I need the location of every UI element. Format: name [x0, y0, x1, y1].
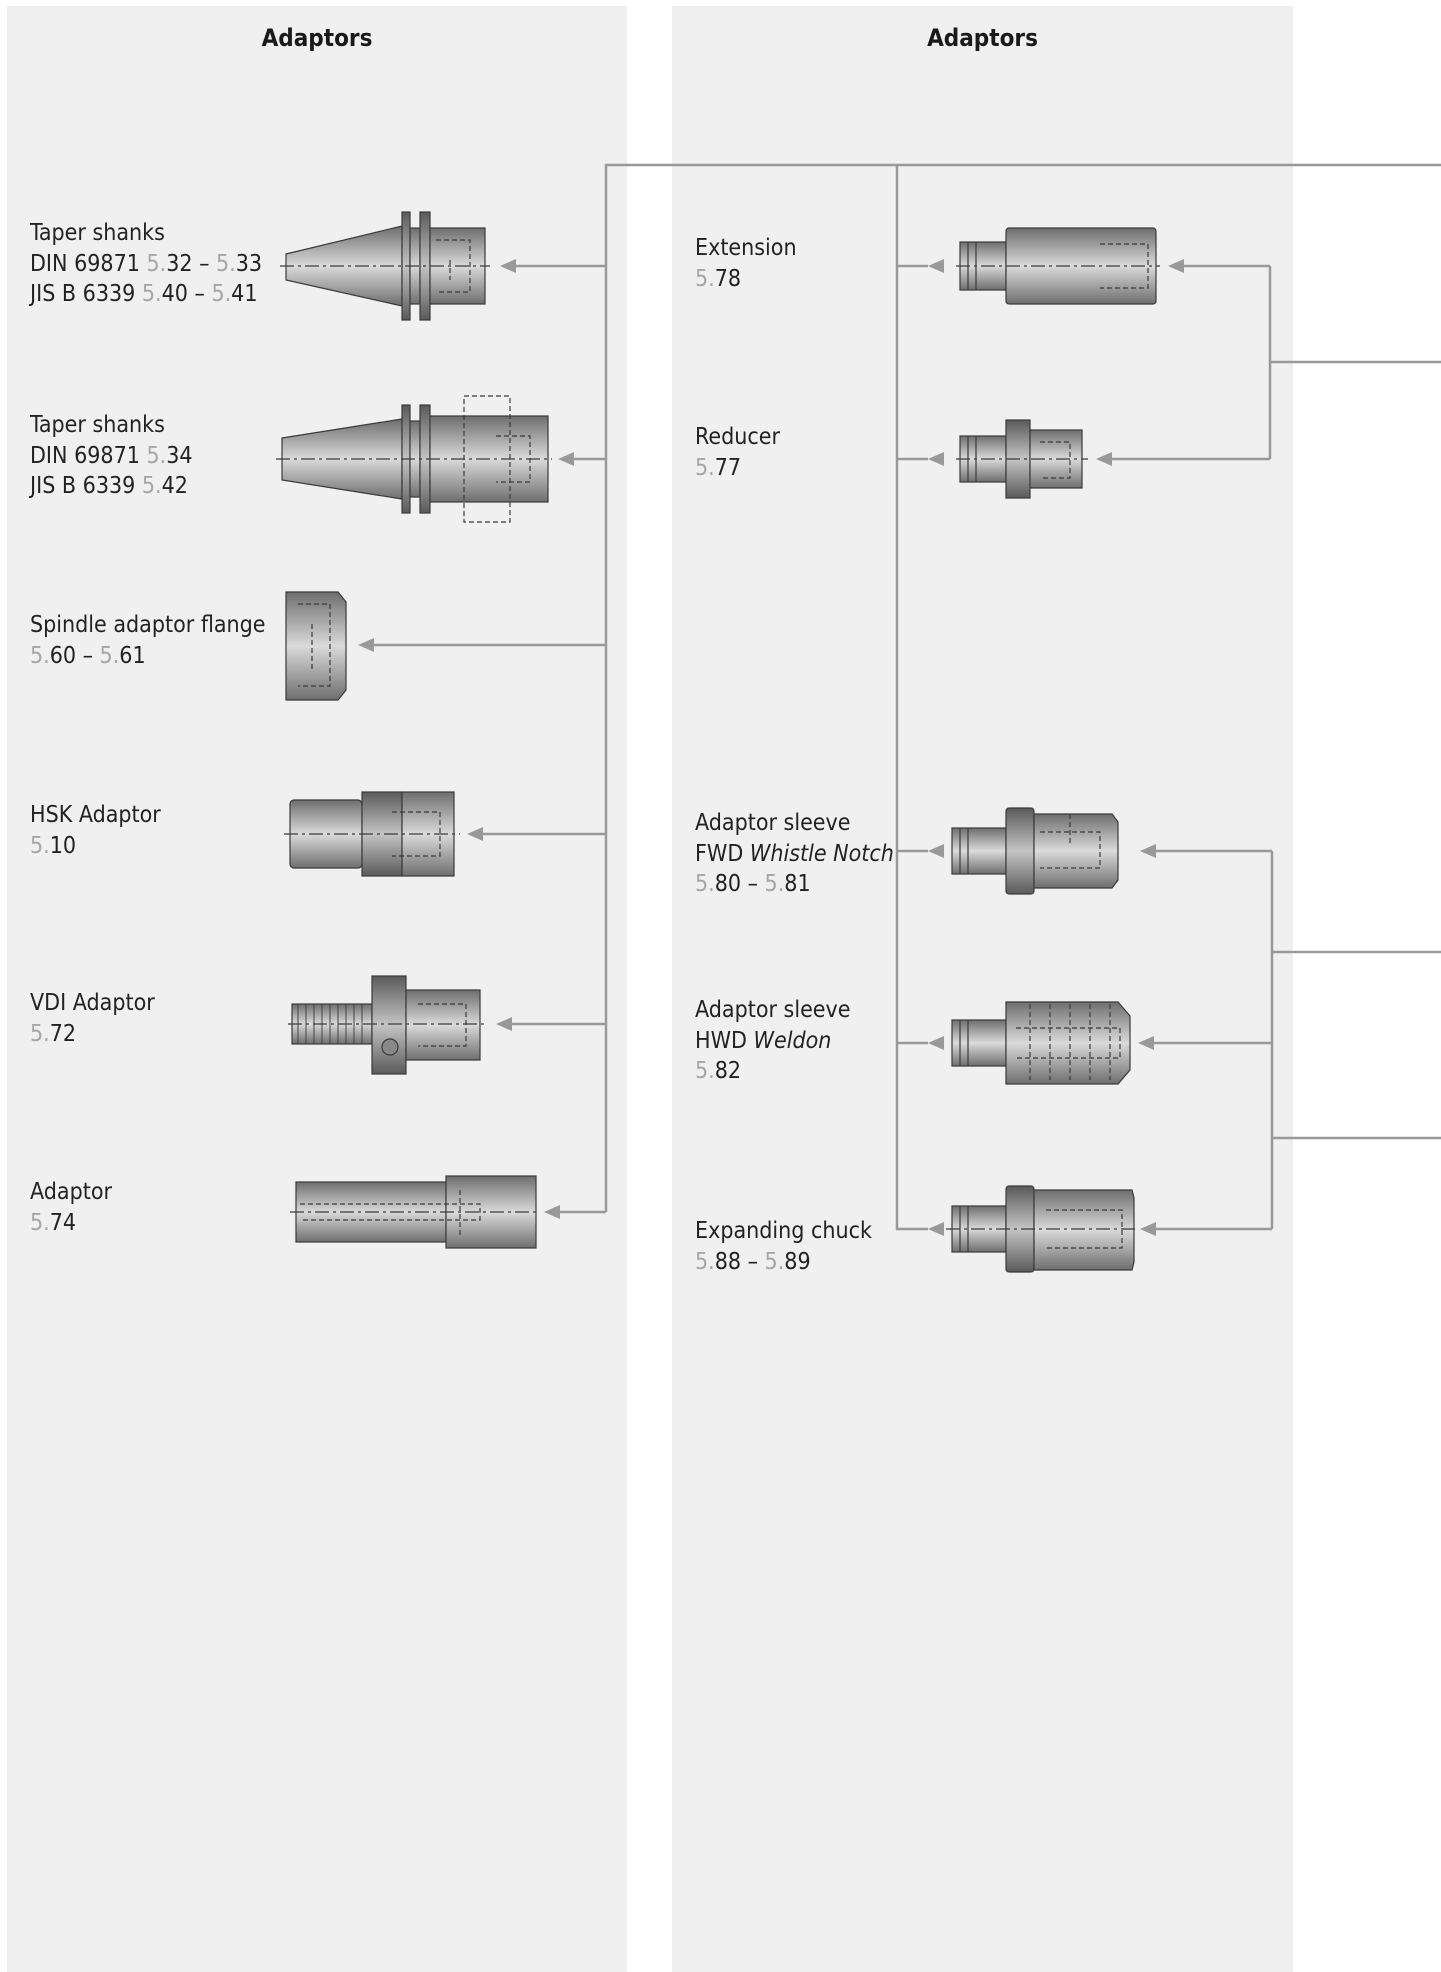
page-reference: 5.88	[695, 1248, 742, 1275]
label-extension: Extension 5.78	[695, 233, 797, 294]
label-line: 5.10	[30, 831, 161, 862]
arrow-extension-in	[928, 259, 944, 273]
spindle-adaptor-flange-image	[285, 591, 347, 701]
label-line: 5.78	[695, 264, 797, 295]
label-line: Taper shanks	[30, 220, 165, 246]
label-line: HSK Adaptor	[30, 802, 161, 828]
arrow-spindle-flange	[358, 638, 374, 652]
label-line: HWD Weldon	[695, 1027, 832, 1054]
label-reducer: Reducer 5.77	[695, 422, 780, 483]
arrow-taper-shanks-2	[558, 452, 574, 466]
page-reference: 5.72	[30, 1020, 77, 1047]
page-reference: 5.80	[695, 871, 742, 897]
arrow-adaptor	[544, 1205, 560, 1219]
page-reference: 5.60	[30, 642, 77, 669]
left-column-title: Adaptors	[261, 24, 373, 52]
label-line: DIN 69871 5.34	[30, 442, 193, 469]
arrow-fwd-feed	[1140, 844, 1156, 858]
label-line: Expanding chuck	[695, 1218, 872, 1244]
arrow-hsk-adaptor	[467, 827, 483, 841]
left-column-panel: Adaptors	[7, 6, 627, 1972]
feed-extension-reducer	[1106, 264, 1441, 461]
arrow-chuck-in	[928, 1222, 944, 1236]
adaptor-image	[290, 1175, 540, 1249]
label-line: Adaptor	[30, 1179, 112, 1205]
page-reference: 5.42	[141, 473, 188, 499]
arrow-hwd-in	[928, 1036, 944, 1050]
page-reference: 5.89	[764, 1248, 811, 1275]
label-spindle-adaptor-flange: Spindle adaptor flange 5.60 – 5.61	[30, 610, 266, 671]
page-reference: 5.77	[695, 454, 742, 481]
page-reference: 5.82	[695, 1058, 742, 1084]
feed-sleeves-chuck	[1148, 849, 1441, 1231]
extension-image	[956, 227, 1160, 305]
label-vdi-adaptor: VDI Adaptor 5.72	[30, 988, 155, 1049]
right-column-title: Adaptors	[927, 24, 1038, 52]
label-hsk-adaptor: HSK Adaptor 5.10	[30, 800, 161, 861]
label-line: Taper shanks	[30, 412, 165, 438]
label-line: 5.72	[30, 1019, 155, 1050]
page-reference: 5.81	[764, 871, 811, 897]
adaptor-sleeve-fwd-image	[951, 807, 1119, 895]
label-line: DIN 69871 5.32 – 5.33	[30, 250, 263, 277]
label-line: 5.82	[695, 1056, 851, 1087]
label-line: VDI Adaptor	[30, 990, 155, 1016]
page-reference: 5.78	[695, 265, 742, 292]
label-line: Spindle adaptor flange	[30, 612, 266, 638]
label-line: Reducer	[695, 424, 780, 450]
label-line: 5.77	[695, 453, 780, 484]
right-column-panel: Adaptors	[672, 6, 1293, 1972]
arrow-reducer-in	[928, 452, 944, 466]
page-reference: 5.10	[30, 832, 77, 859]
left-trunk-line	[604, 163, 1441, 1212]
hsk-adaptor-image	[284, 791, 460, 877]
label-line: 5.80 – 5.81	[695, 871, 811, 897]
reducer-image	[956, 419, 1088, 499]
label-adaptor: Adaptor 5.74	[30, 1177, 112, 1238]
label-line: Adaptor sleeve	[695, 810, 851, 836]
label-line: Adaptor sleeve	[695, 997, 851, 1023]
label-line: JIS B 6339 5.42	[30, 473, 188, 499]
arrow-extension-feed	[1168, 259, 1184, 273]
arrow-hwd-feed	[1138, 1036, 1154, 1050]
adaptor-sleeve-hwd-image	[951, 1001, 1131, 1085]
arrow-chuck-feed	[1140, 1222, 1156, 1236]
page-reference: 5.61	[99, 642, 146, 669]
arrow-reducer-feed	[1096, 452, 1112, 466]
page-reference: 5.40	[141, 281, 188, 307]
label-expanding-chuck: Expanding chuck 5.88 – 5.89	[695, 1216, 872, 1277]
arrow-vdi-adaptor	[496, 1017, 512, 1031]
brand-name: Weldon	[753, 1027, 832, 1054]
brand-name: Whistle Notch	[749, 840, 894, 867]
label-line: 5.60 – 5.61	[30, 642, 146, 669]
label-line: 5.74	[30, 1208, 112, 1239]
page-reference: 5.34	[146, 442, 193, 469]
page-reference: 5.74	[30, 1209, 77, 1236]
expanding-chuck-image	[946, 1185, 1138, 1273]
right-trunk-line	[895, 165, 928, 1231]
arrow-fwd-in	[928, 844, 944, 858]
label-line: FWD Whistle Notch	[695, 840, 894, 867]
page-reference: 5.33	[216, 250, 263, 277]
page-reference: 5.41	[211, 281, 258, 307]
label-line: JIS B 6339 5.40 – 5.41	[30, 281, 258, 307]
label-line: Extension	[695, 235, 797, 261]
label-line: 5.88 – 5.89	[695, 1248, 811, 1275]
arrow-taper-shanks-1	[500, 259, 516, 273]
page-reference: 5.32	[146, 250, 193, 277]
taper-shank-1-image	[280, 211, 490, 321]
vdi-adaptor-image	[288, 975, 486, 1075]
taper-shank-2-image	[276, 395, 552, 523]
